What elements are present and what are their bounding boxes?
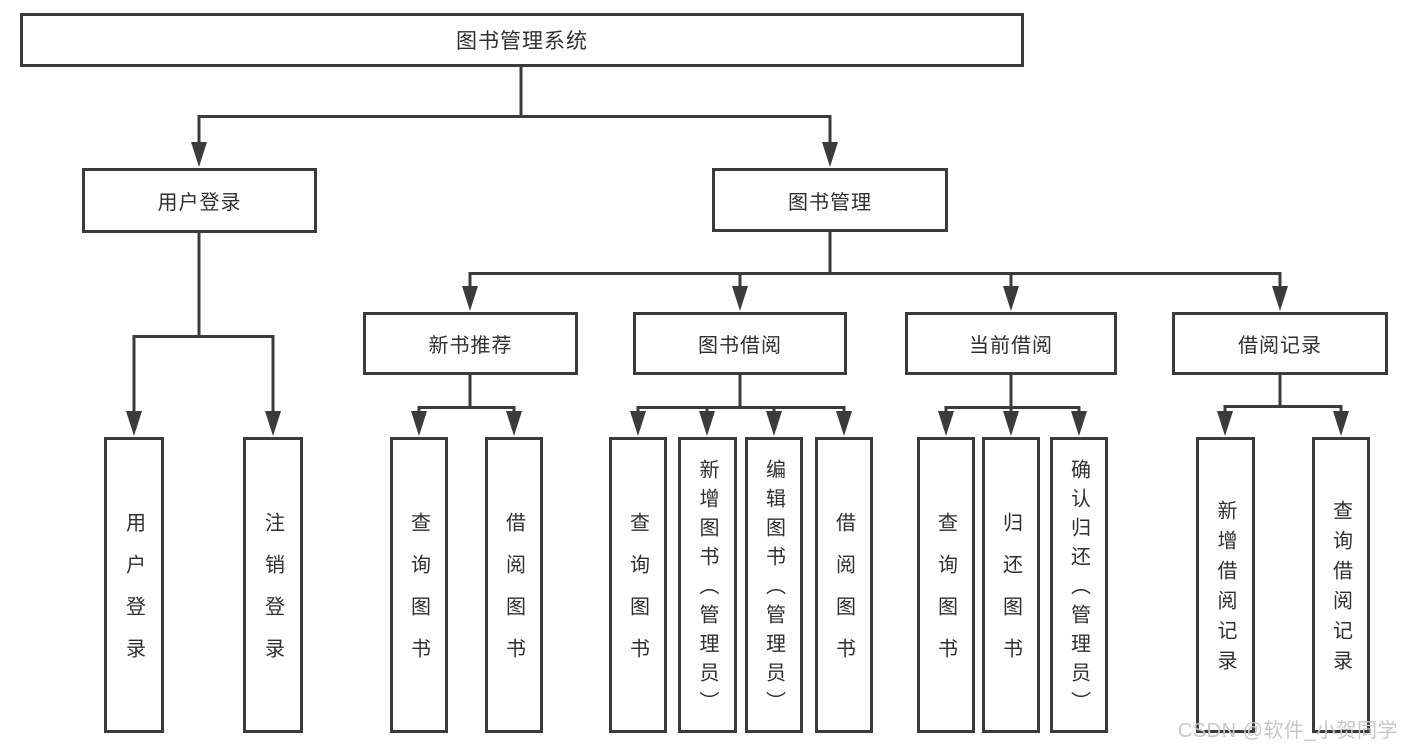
node-current-borrow: 当前借阅 <box>905 312 1117 375</box>
leaf-add-borrow-record: 新增借阅记录 <box>1196 437 1255 733</box>
connector-current-borrow-children <box>938 375 1087 436</box>
leaf-return-books: 归还图书 <box>982 437 1040 733</box>
node-borrow-records: 借阅记录 <box>1172 312 1388 375</box>
connector-borrow-records-children <box>1217 375 1349 436</box>
node-new-book-recommend: 新书推荐 <box>363 312 578 375</box>
leaf-query-books-current: 查询图书 <box>917 437 975 733</box>
leaf-query-borrow-record: 查询借阅记录 <box>1312 437 1370 733</box>
leaf-borrow-books-recommend: 借阅图书 <box>485 437 543 733</box>
leaf-logout: 注销登录 <box>243 437 303 733</box>
leaf-add-book-admin: 新增图书（管理员） <box>678 437 737 733</box>
node-user-login: 用户登录 <box>82 168 317 233</box>
leaf-query-books-recommend: 查询图书 <box>390 437 448 733</box>
leaf-query-books-borrow: 查询图书 <box>609 437 667 733</box>
csdn-watermark: CSDN @软件_小贺同学 <box>1177 720 1398 742</box>
leaf-edit-book-admin: 编辑图书（管理员） <box>745 437 803 733</box>
node-root-system: 图书管理系统 <box>20 13 1024 67</box>
connector-new-book-children <box>411 375 522 436</box>
connector-root-to-level2 <box>191 67 838 167</box>
connector-user-login-children <box>126 233 281 436</box>
leaf-user-login: 用户登录 <box>104 437 164 733</box>
leaf-confirm-return-admin: 确认归还（管理员） <box>1050 437 1108 733</box>
connector-book-management-to-level3 <box>462 232 1288 311</box>
connector-book-borrow-children <box>630 375 852 436</box>
node-book-management: 图书管理 <box>712 168 948 232</box>
node-book-borrow: 图书借阅 <box>633 312 847 375</box>
leaf-borrow-books: 借阅图书 <box>815 437 873 733</box>
